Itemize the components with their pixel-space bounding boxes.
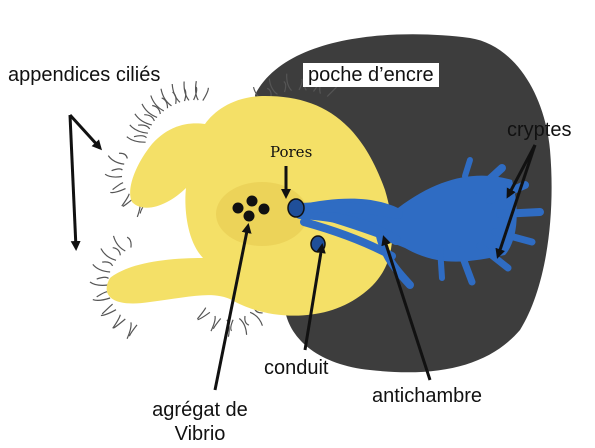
cilium [134,136,147,138]
label-pores: Pores [270,143,312,161]
cilium [93,298,110,300]
cilium [127,322,131,338]
cilium [112,169,123,171]
label-cilia: appendices ciliés [8,63,160,87]
label-crypts: cryptes [507,118,571,142]
cilium [90,282,108,285]
cilium [108,156,124,165]
cilium [127,137,146,143]
cilium [203,88,209,101]
cilium [113,248,121,256]
cilium [93,264,110,272]
label-ink-sac: poche d’encre [303,63,439,87]
label-aggregate-line1: agrégat de [130,398,270,422]
cilium [245,316,249,325]
cilium [211,316,215,331]
cilium [127,237,131,247]
cilium [97,292,109,297]
cilium [102,262,112,266]
cilia-arrow-top [70,115,100,148]
label-aggregate: agrégat de Vibrio [130,398,270,446]
pore-opening [288,199,304,217]
cilium [97,277,109,279]
label-aggregate-line2: Vibrio [130,422,270,446]
cilium [231,320,233,331]
cilium [250,312,262,325]
cilium [197,308,205,319]
cilium [101,249,116,261]
cilium [119,153,127,158]
cilium [105,174,122,177]
cilium [138,125,150,129]
cilium [113,183,124,190]
cilium [152,106,160,115]
label-antechamber: antichambre [372,384,482,408]
label-duct: conduit [264,356,329,380]
cilia-arrow-stem [70,115,76,248]
